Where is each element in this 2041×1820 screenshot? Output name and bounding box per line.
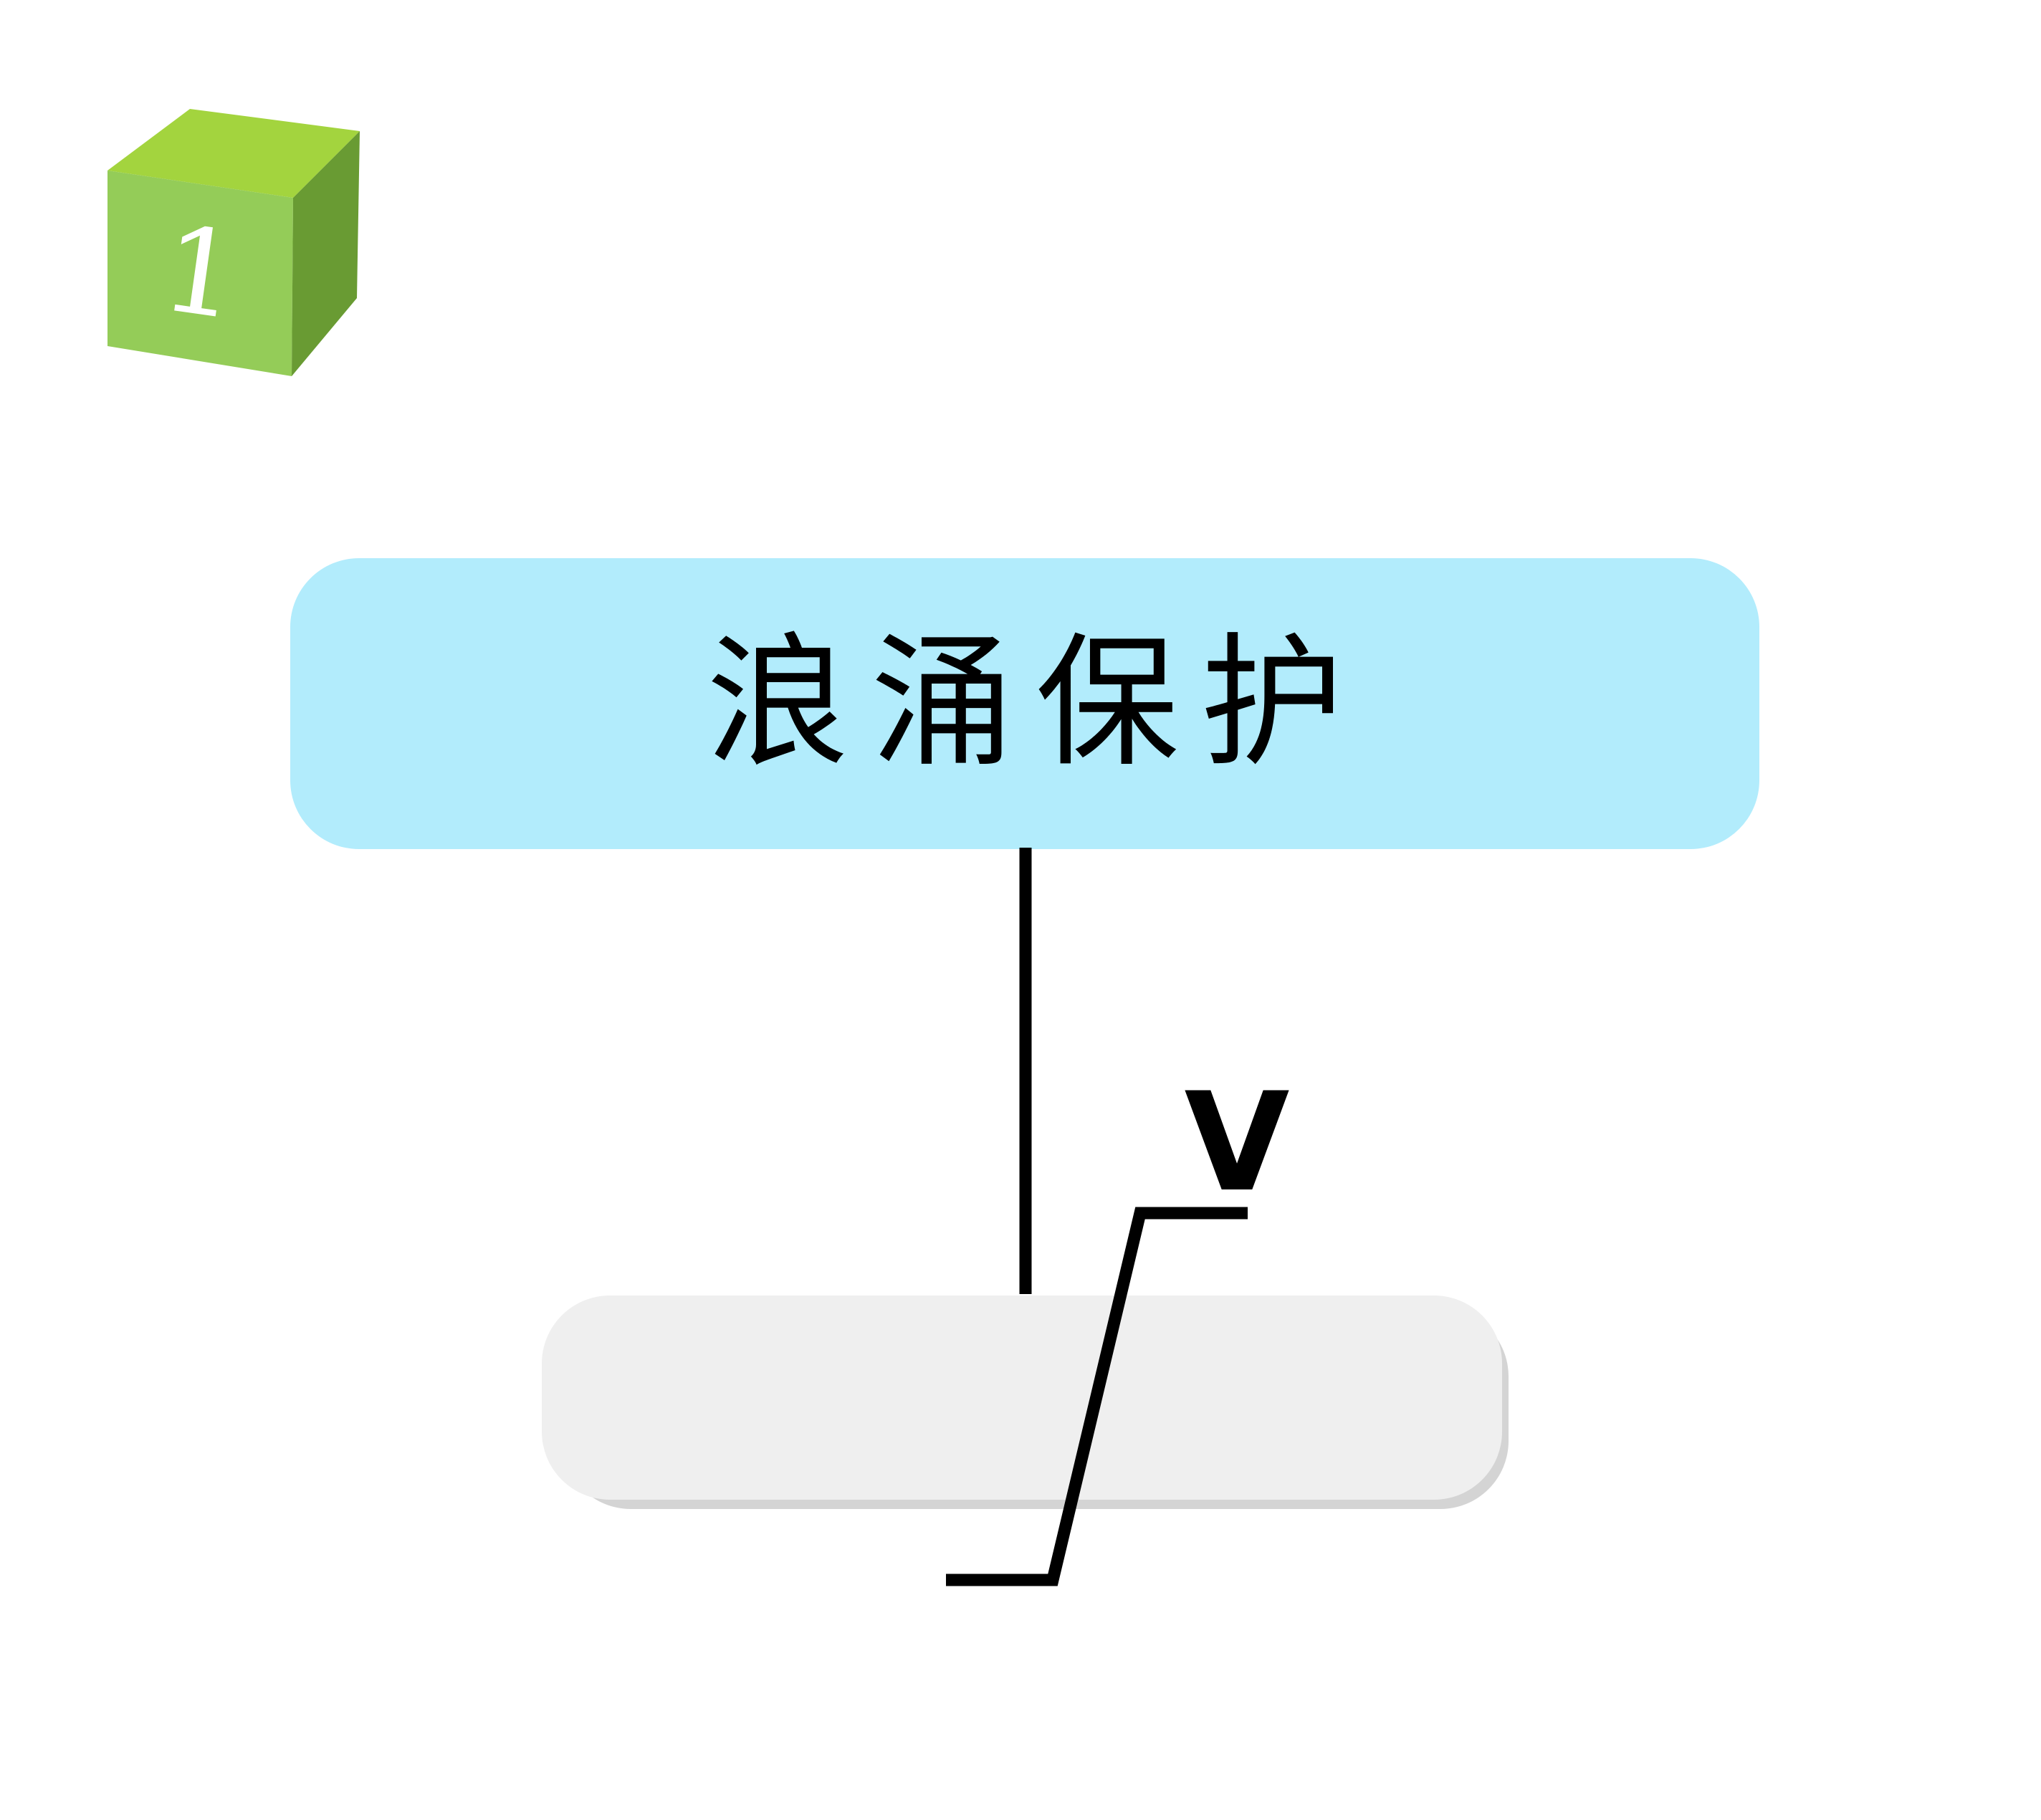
varistor-label: V (1184, 1063, 1289, 1222)
title-text: 浪涌保护 (705, 620, 1365, 787)
cube-top-face (107, 109, 360, 198)
step-cube-icon: 1 (107, 109, 360, 376)
varistor-symbol (946, 1207, 1248, 1586)
cube-side-face (292, 131, 360, 376)
bottom-box (542, 1295, 1502, 1500)
title-box: 浪涌保护 (290, 558, 1759, 849)
cube-front-face (107, 171, 293, 376)
